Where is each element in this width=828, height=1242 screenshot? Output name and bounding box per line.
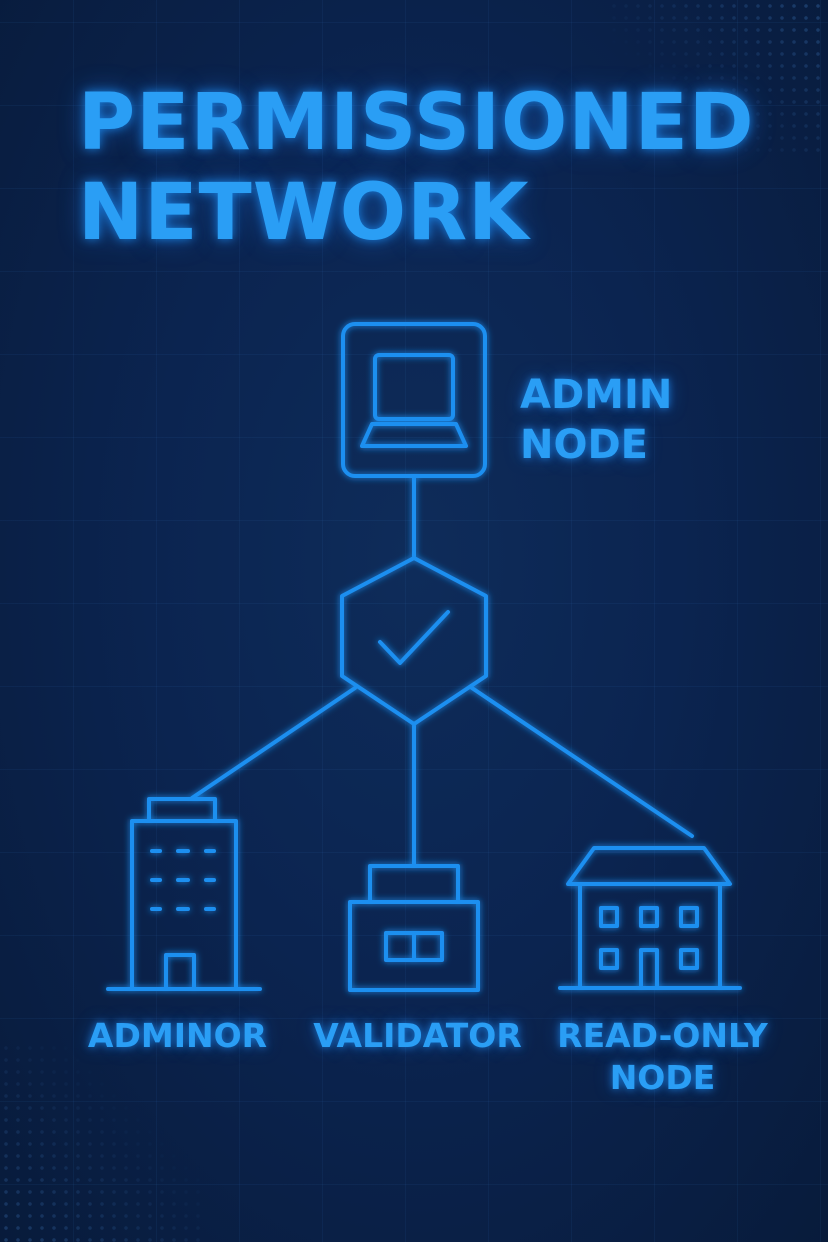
- dot-pattern-top-right: [608, 0, 828, 160]
- connector-shield-to-readonly: [470, 686, 694, 838]
- server-box-icon: [348, 864, 480, 992]
- adminor-label: ADMINOR: [87, 1016, 268, 1055]
- admin-node-label: ADMIN NODE: [520, 370, 672, 470]
- read-only-node-label-line-1: READ-ONLY: [557, 1016, 768, 1055]
- title-line-1: PERMISSIONED: [78, 78, 755, 168]
- admin-node-label-line-2: NODE: [520, 422, 649, 468]
- office-building-icon: [106, 797, 262, 991]
- shield-check-icon: [340, 556, 488, 726]
- admin-node-label-line-1: ADMIN: [520, 372, 673, 418]
- page-title: PERMISSIONED NETWORK: [78, 78, 798, 258]
- connector-shield-to-adminor: [190, 686, 357, 800]
- house-icon: [558, 846, 742, 990]
- laptop-icon: [341, 322, 487, 478]
- validator-label: VALIDATOR: [313, 1016, 522, 1055]
- read-only-node-label-line-2: NODE: [609, 1058, 716, 1097]
- connector-lines: [190, 474, 694, 868]
- title-line-2: NETWORK: [78, 168, 530, 258]
- dot-pattern-bottom-left: [0, 1042, 200, 1242]
- read-only-node-label: READ-ONLY NODE: [545, 1015, 780, 1099]
